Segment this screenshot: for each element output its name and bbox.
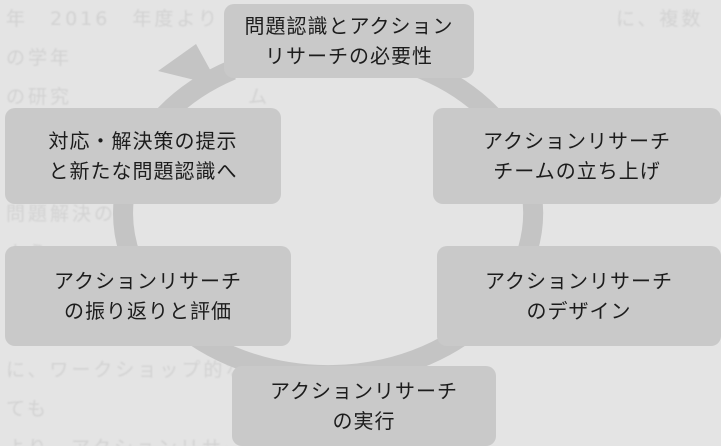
node-team-launch: アクションリサーチ チームの立ち上げ — [433, 108, 721, 204]
node-response: 対応・解決策の提示 と新たな問題認識へ — [5, 108, 281, 204]
node-problem-awareness: 問題認識とアクション リサーチの必要性 — [224, 4, 474, 78]
node-execution: アクションリサーチ の実行 — [232, 366, 496, 446]
node-design: アクションリサーチ のデザイン — [437, 246, 721, 346]
cycle-arrowhead — [158, 44, 219, 86]
node-reflection: アクションリサーチ の振り返りと評価 — [5, 246, 291, 346]
